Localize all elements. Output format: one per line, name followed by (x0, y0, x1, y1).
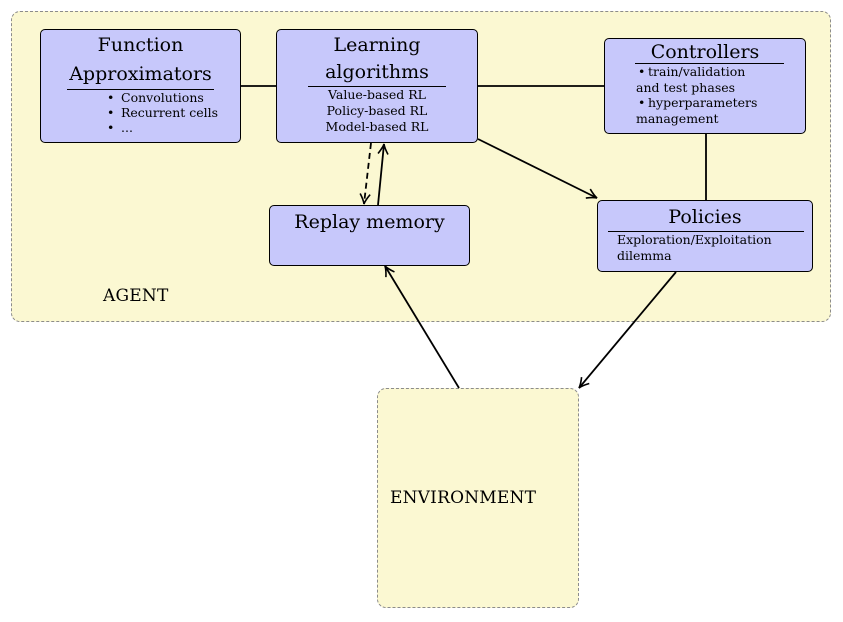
learning-algorithms-divider (308, 86, 446, 87)
policies-box: Policies Exploration/Exploitation dilemm… (597, 200, 813, 272)
arrow-replay-to-la (377, 143, 389, 206)
policies-description: Exploration/Exploitation dilemma (617, 232, 812, 264)
arrow-la-to-replay-dashed (359, 142, 372, 205)
replay-memory-box: Replay memory (269, 205, 470, 266)
learning-algorithms-box: Learning algorithms Value-based RL Polic… (276, 29, 478, 143)
replay-memory-title: Replay memory (294, 211, 445, 233)
list-item: train/validation (638, 64, 805, 80)
arrow-policies-to-env (578, 271, 677, 389)
function-approximators-title-line2: Approximators (69, 63, 212, 85)
controllers-title: Controllers (650, 41, 760, 63)
learning-algorithms-list: Value-based RL Policy-based RL Model-bas… (277, 87, 477, 135)
function-approximators-title-line1: Function (97, 34, 184, 56)
policies-description-line2: dilemma (617, 248, 672, 263)
arrow-la-to-policies (477, 138, 598, 199)
learning-algorithms-title: Learning algorithms (277, 30, 477, 86)
list-item: Recurrent cells (107, 105, 240, 120)
policies-description-line1: Exploration/Exploitation (617, 232, 772, 247)
list-item: hyperparameters (638, 95, 805, 111)
controllers-box: Controllers train/validation and test ph… (604, 38, 806, 134)
environment-region (377, 388, 579, 608)
function-approximators-list: Convolutions Recurrent cells ... (107, 90, 240, 135)
list-item: Value-based RL (328, 87, 426, 102)
list-item: Model-based RL (325, 119, 429, 134)
list-item: Policy-based RL (326, 103, 428, 118)
agent-label: AGENT (103, 286, 169, 306)
policies-title: Policies (668, 206, 742, 228)
list-item: ... (107, 120, 240, 135)
list-item-continuation: management (636, 110, 719, 126)
controllers-list: train/validation and test phases hyperpa… (626, 64, 805, 126)
learning-algorithms-title-line1: Learning (333, 34, 421, 56)
arrow-env-to-replay (384, 265, 460, 389)
function-approximators-box: Function Approximators Convolutions Recu… (40, 29, 241, 143)
list-item: Convolutions (107, 90, 240, 105)
environment-label: ENVIRONMENT (390, 488, 537, 508)
policies-divider (608, 231, 804, 232)
learning-algorithms-title-line2: algorithms (325, 61, 429, 83)
list-item-continuation: and test phases (636, 79, 736, 95)
function-approximators-title: Function Approximators (41, 30, 240, 89)
